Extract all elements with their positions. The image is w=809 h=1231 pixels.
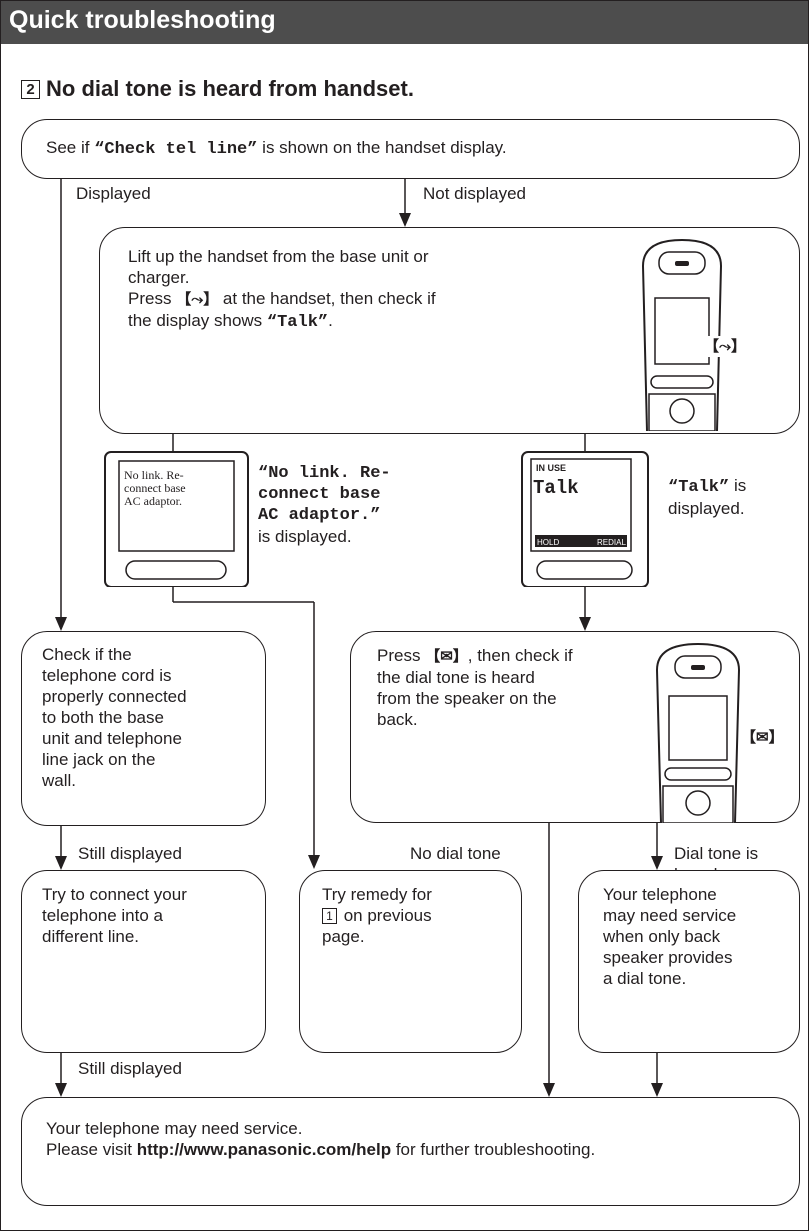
step2-line4-pre: the display shows	[128, 311, 267, 330]
check-cord-line6: line jack on the	[42, 750, 156, 769]
service-small-line3: when only back	[603, 927, 721, 946]
nolink-msg-line2: connect base	[258, 485, 381, 504]
label-not-displayed: Not displayed	[423, 184, 527, 203]
step1-pre: See if	[46, 138, 95, 157]
speaker-line2: the dial tone is heard	[377, 668, 535, 687]
page-title: Quick troubleshooting	[9, 6, 276, 34]
talk-screen-status: IN USE	[536, 463, 567, 473]
service-small-line2: may need service	[603, 906, 737, 925]
label-still-displayed-2: Still displayed	[78, 1059, 182, 1078]
step-service-back-speaker: Your telephone may need service when onl…	[578, 870, 800, 1053]
talk-screen-text: Talk	[533, 477, 579, 499]
handset-speaker-key-icon: 【✉】	[741, 727, 784, 748]
talk-msg-code: “Talk”	[668, 478, 730, 497]
nolink-screen-line1: No link. Re-	[124, 468, 184, 482]
step2-line2: charger.	[128, 268, 190, 287]
final-line1: Your telephone may need service.	[46, 1119, 303, 1138]
final-line2-pre: Please visit	[46, 1140, 137, 1159]
check-cord-line4: to both the base	[42, 708, 164, 727]
remedy-line3: page.	[322, 927, 365, 946]
section-title: 2 No dial tone is heard from handset.	[21, 76, 414, 102]
step2-line1: Lift up the handset from the base unit o…	[128, 247, 429, 266]
step-try-remedy: Try remedy for 1 on previous page.	[299, 870, 522, 1053]
step-check-cord: Check if the telephone cord is properly …	[21, 631, 266, 826]
section-title-text: No dial tone is heard from handset.	[46, 76, 414, 101]
handset-talk-key-icon: 【⤳】	[704, 336, 747, 357]
service-small-line4: speaker provides	[603, 948, 733, 967]
step1-code: “Check tel line”	[94, 140, 258, 159]
talk-msg-line2: displayed.	[668, 499, 745, 518]
speaker-key-icon: 【✉】	[425, 648, 468, 665]
step-final-service: Your telephone may need service. Please …	[21, 1097, 800, 1206]
label-still-displayed-1: Still displayed	[78, 844, 182, 863]
page-header: Quick troubleshooting	[1, 1, 808, 44]
step2-line3-post: at the handset, then check if	[218, 289, 436, 308]
speaker-line4: back.	[377, 710, 418, 729]
check-cord-line2: telephone cord is	[42, 666, 172, 685]
handset-talk-illustration	[521, 451, 649, 587]
handset-illustration	[641, 238, 723, 431]
step2-line3-pre: Press	[128, 289, 177, 308]
remedy-number: 1	[322, 908, 337, 924]
connect-line3: different line.	[42, 927, 140, 946]
nolink-screen-text: No link. Re- connect base AC adaptor.	[124, 469, 186, 508]
speaker-line1-post: , then check if	[467, 646, 573, 665]
speaker-line3: from the speaker on the	[377, 689, 557, 708]
remedy-line1: Try remedy for	[322, 885, 432, 904]
nolink-screen-line3: AC adaptor.	[124, 494, 182, 508]
final-line2-post: for further troubleshooting.	[391, 1140, 596, 1159]
section-number: 2	[21, 80, 40, 99]
talk-message: “Talk” is displayed.	[668, 475, 746, 519]
step2-line4-post: .	[328, 311, 333, 330]
step-check-display: See if “Check tel line” is shown on the …	[21, 119, 800, 179]
service-small-line5: a dial tone.	[603, 969, 687, 988]
step2-line4-code: “Talk”	[266, 313, 329, 332]
connect-line2: telephone into a	[42, 906, 163, 925]
handset-speaker-illustration	[655, 642, 741, 823]
connect-line1: Try to connect your	[42, 885, 187, 904]
step1-post: is shown on the handset display.	[257, 138, 507, 157]
check-cord-line1: Check if the	[42, 645, 132, 664]
label-dial-tone-heard-1: Dial tone is	[674, 844, 759, 863]
step-connect-line: Try to connect your telephone into a dif…	[21, 870, 266, 1053]
nolink-screen-line2: connect base	[124, 481, 186, 495]
nolink-msg-line4: is displayed.	[258, 527, 352, 546]
speaker-line1-pre: Press	[377, 646, 426, 665]
service-small-line1: Your telephone	[603, 885, 717, 904]
check-cord-line7: wall.	[42, 771, 77, 790]
check-cord-line5: unit and telephone	[42, 729, 182, 748]
talk-softkey-redial: REDIAL	[597, 538, 626, 547]
nolink-msg-line1: “No link. Re-	[258, 464, 391, 483]
remedy-line2: on previous	[339, 906, 432, 925]
step-speaker: Press 【✉】, then check if the dial tone i…	[350, 631, 800, 823]
nolink-msg-line3: AC adaptor.”	[258, 506, 381, 525]
talk-msg-line1-post: is	[729, 476, 747, 495]
label-no-dial-tone: No dial tone	[410, 844, 501, 863]
label-displayed: Displayed	[76, 184, 151, 203]
talk-key-icon: 【⤳】	[176, 291, 219, 308]
step-lift-handset: Lift up the handset from the base unit o…	[99, 227, 800, 434]
nolink-message: “No link. Re- connect base AC adaptor.” …	[258, 463, 391, 547]
talk-softkey-hold: HOLD	[537, 538, 560, 547]
help-url-link[interactable]: http://www.panasonic.com/help	[136, 1140, 392, 1159]
check-cord-line3: properly connected	[42, 687, 187, 706]
handset-nolink-illustration	[104, 451, 249, 587]
